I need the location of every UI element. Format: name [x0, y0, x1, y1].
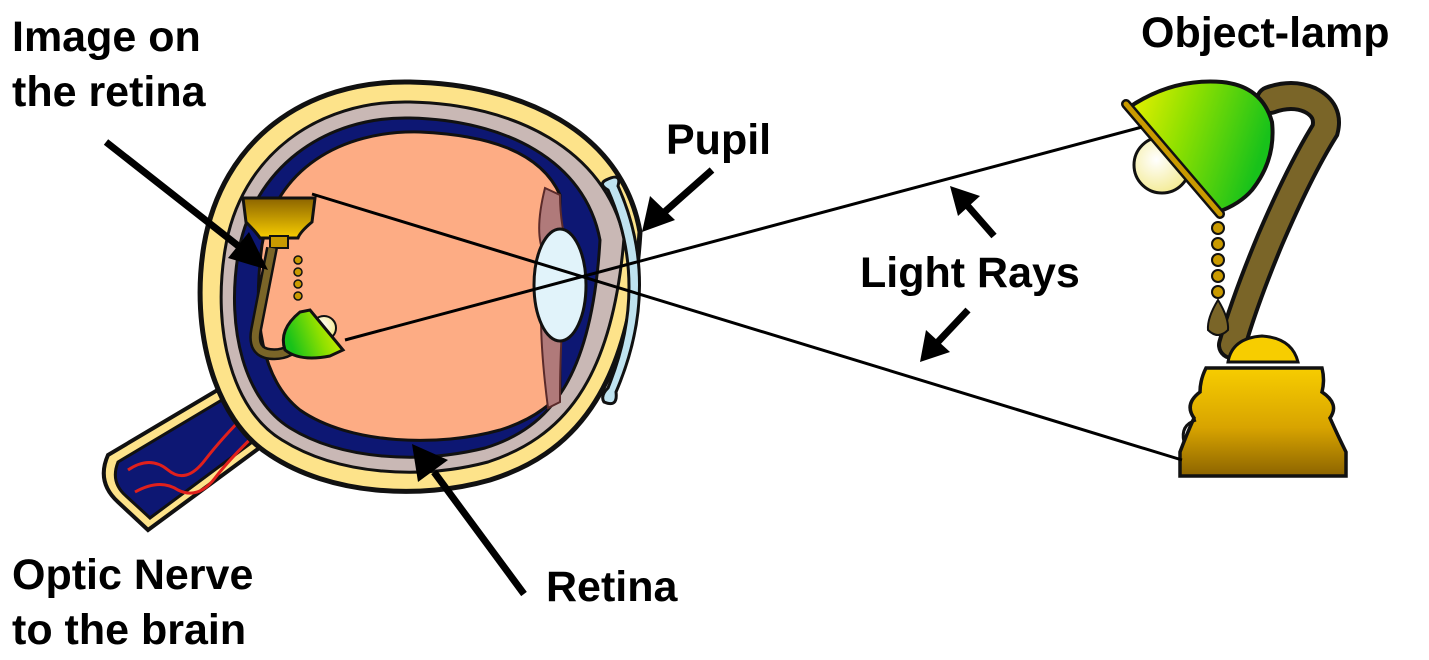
label-optic-nerve: Optic Nerve to the brain: [12, 548, 253, 658]
lamp-icon: [1126, 82, 1346, 476]
label-pupil: Pupil: [666, 113, 771, 168]
label-retina: Retina: [546, 560, 677, 615]
vitreous-body: [258, 132, 560, 440]
label-object-lamp: Object-lamp: [1141, 6, 1390, 61]
arrow-light-rays-down: [936, 310, 968, 344]
lens: [534, 229, 586, 341]
label-optic-nerve-line-2: to the brain: [12, 603, 253, 658]
lamp-base: [1180, 368, 1346, 476]
arrow-pupil: [660, 170, 712, 216]
label-optic-nerve-line-1: Optic Nerve: [12, 548, 253, 603]
label-image-on-retina-line-1: Image on: [12, 10, 206, 65]
label-light-rays: Light Rays: [860, 246, 1080, 301]
label-image-on-retina: Image on the retina: [12, 10, 206, 120]
label-image-on-retina-line-2: the retina: [12, 65, 206, 120]
arrow-retina: [434, 472, 524, 594]
eye-diagram: [104, 82, 640, 530]
arrow-light-rays-up: [966, 204, 994, 236]
